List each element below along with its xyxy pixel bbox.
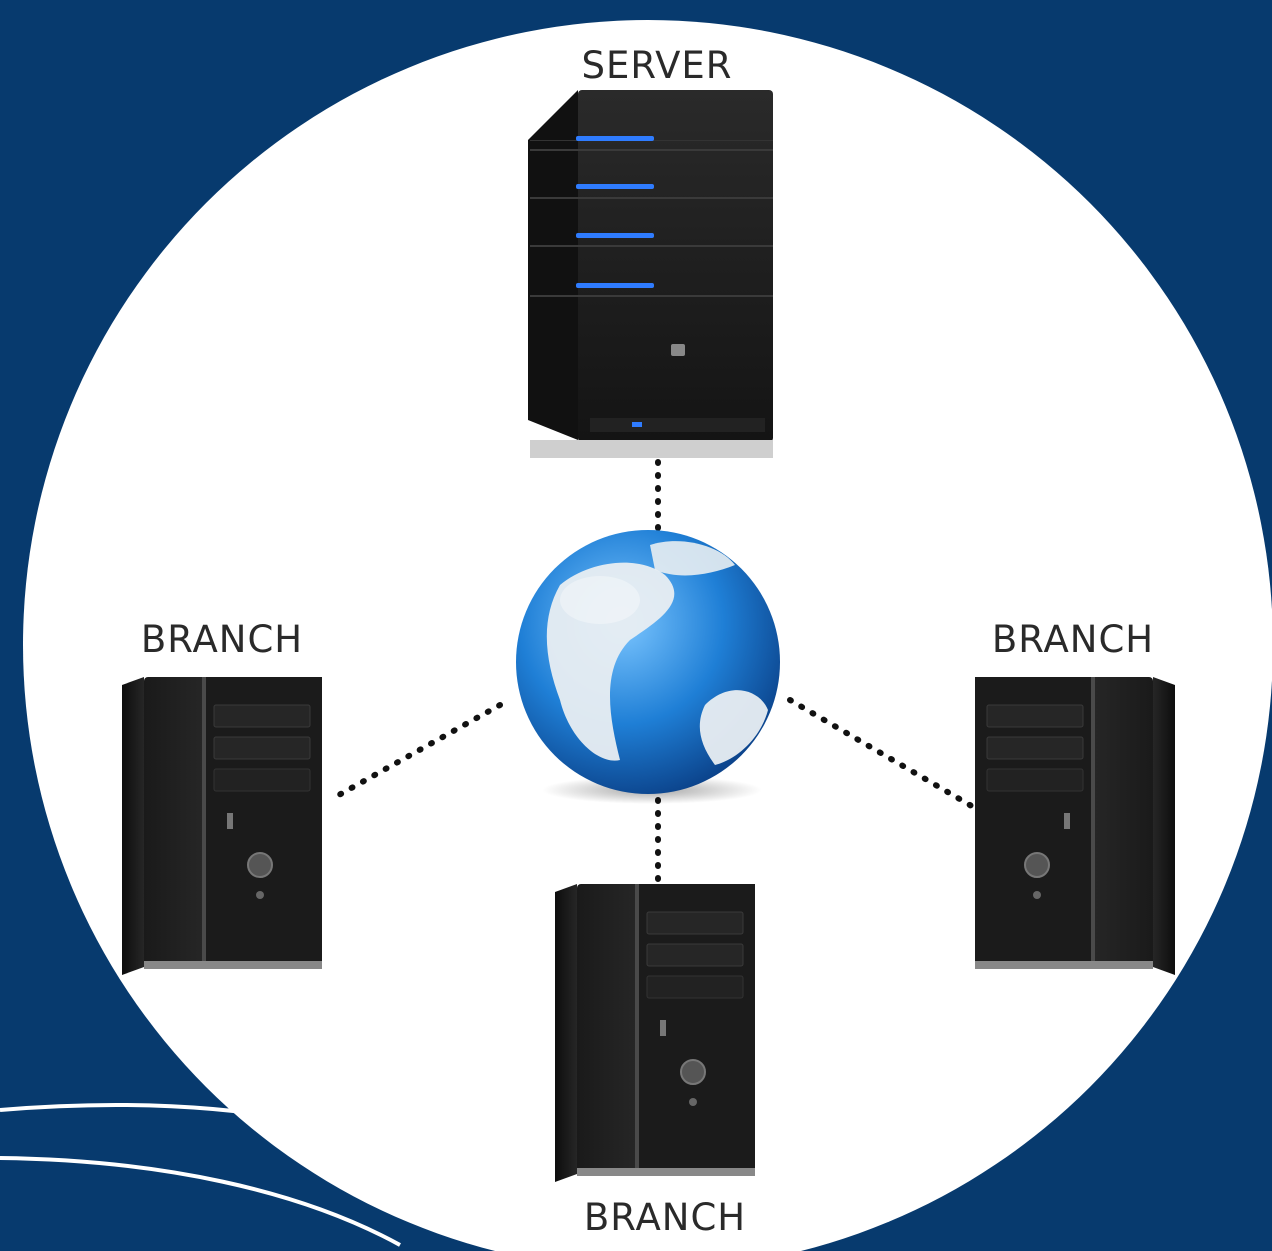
decorative-swoosh xyxy=(0,1103,321,1127)
server-label: SERVER xyxy=(582,44,733,87)
globe-icon xyxy=(516,530,780,804)
decorative-swoosh xyxy=(0,1156,401,1247)
branch-left-label: BRANCH xyxy=(141,618,303,661)
desktop-tower-icon xyxy=(974,676,1176,976)
branch-left-node: BRANCH xyxy=(121,618,323,976)
desktop-tower-icon xyxy=(554,883,756,1183)
connectors xyxy=(327,459,978,888)
branch-right-node: BRANCH xyxy=(974,618,1176,976)
server-tower-icon xyxy=(528,90,773,458)
branch-bottom-node: BRANCH xyxy=(554,883,756,1239)
branch-right-label: BRANCH xyxy=(992,618,1154,661)
connector-branch-right xyxy=(787,697,978,811)
branch-bottom-label: BRANCH xyxy=(584,1196,746,1239)
desktop-tower-icon xyxy=(121,676,323,976)
server-node: SERVER xyxy=(528,44,773,458)
